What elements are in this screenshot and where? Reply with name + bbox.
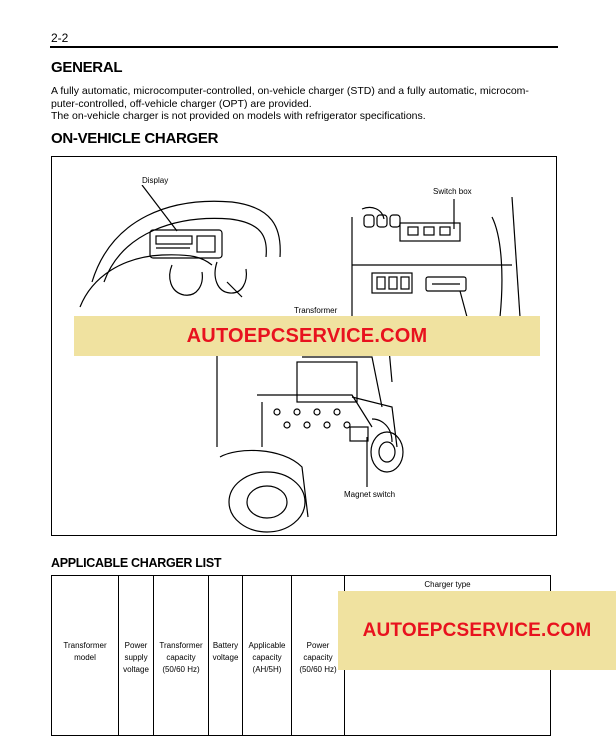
col-applicable-capacity: Applicable capacity (AH/5H) — [242, 575, 292, 736]
col-transformer-model: Transformer model — [51, 575, 119, 736]
callout-display: Display — [142, 176, 169, 185]
page-number: 2-2 — [51, 31, 69, 45]
general-line-1: A fully automatic, microcomputer-control… — [51, 85, 529, 97]
watermark-text-top: AUTOEPCSERVICE.COM — [186, 324, 428, 347]
callout-magnet-switch: Magnet switch — [344, 490, 396, 499]
col-battery-voltage: Battery voltage — [208, 575, 243, 736]
watermark-banner-bottom: AUTOEPCSERVICE.COM — [338, 591, 616, 670]
header-rule — [50, 46, 558, 48]
section-title-on-vehicle-charger: ON-VEHICLE CHARGER — [51, 130, 219, 147]
watermark-banner-top: AUTOEPCSERVICE.COM — [74, 316, 540, 356]
general-line-3: The on-vehicle charger is not provided o… — [51, 110, 426, 122]
col-transformer-capacity: Transformer capacity (50/60 Hz) — [153, 575, 209, 736]
col-power-capacity: Power capacity (50/60 Hz) — [291, 575, 345, 736]
section-title-general: GENERAL — [51, 59, 123, 76]
callout-transformer: Transformer — [294, 306, 338, 315]
section-title-applicable-charger-list: APPLICABLE CHARGER LIST — [51, 556, 222, 570]
callout-switch-box: Switch box — [433, 187, 472, 196]
col-power-supply-voltage: Power supply voltage — [118, 575, 154, 736]
general-paragraph: A fully automatic, microcomputer-control… — [51, 85, 563, 123]
watermark-text-bottom: AUTOEPCSERVICE.COM — [362, 619, 592, 641]
general-line-2: puter-controlled, off-vehicle charger (O… — [51, 97, 312, 110]
